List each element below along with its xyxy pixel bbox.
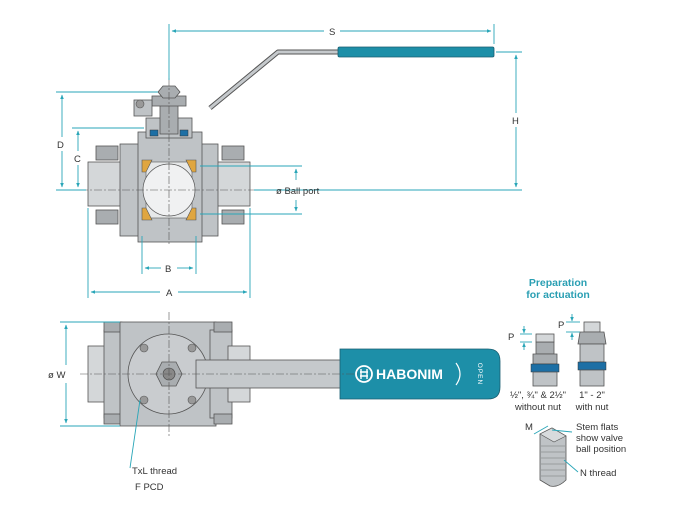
actuation-stem-right <box>577 321 607 387</box>
brand-name: HABONIM <box>376 366 443 382</box>
seat-tr <box>185 159 197 173</box>
dim-c <box>72 127 144 188</box>
thread-note-2: F PCD <box>135 482 164 493</box>
p-dims <box>520 314 580 350</box>
right-bolt-bottom <box>221 209 245 225</box>
dim-w <box>60 321 120 427</box>
stem-flats-1: Stem flats <box>576 422 618 433</box>
left-bolt-top <box>95 145 119 161</box>
dim-b <box>141 236 197 274</box>
habonim-logo <box>355 362 461 386</box>
open-label: OPEN <box>476 363 483 385</box>
right-caption-1: 1" - 2" <box>579 390 605 401</box>
handle-grip <box>337 46 495 58</box>
dim-w-label: ø W <box>48 370 65 381</box>
m-label: M <box>525 422 533 433</box>
stem-seal-l <box>149 129 159 137</box>
left-bolt-bottom <box>95 209 119 225</box>
top-view <box>80 312 501 436</box>
dim-d-label: D <box>57 140 64 151</box>
dim-h <box>254 51 522 191</box>
dim-h-label: H <box>512 116 519 127</box>
n-thread-label: N thread <box>580 468 616 479</box>
stem-flats-2: show valve <box>576 433 623 444</box>
dim-s-label: S <box>329 27 335 38</box>
left-caption-1: ½", ¾" & 2½" <box>510 390 566 401</box>
dim-a <box>87 208 251 298</box>
side-view <box>80 46 495 246</box>
stem-detail <box>533 425 579 487</box>
dim-c-label: C <box>74 154 81 165</box>
right-bolt-top <box>221 145 245 161</box>
seat-br <box>185 207 197 221</box>
thread-leader <box>129 399 141 469</box>
dim-s <box>168 24 495 80</box>
dim-d <box>56 91 158 191</box>
actuation-title-1: Preparation <box>529 277 587 289</box>
thread-note-1: TxL thread <box>132 466 177 477</box>
seat-bl <box>141 207 153 221</box>
actuation-title-2: for actuation <box>526 289 590 301</box>
ball-port-label: ø Ball port <box>276 186 320 197</box>
stem-flats-3: ball position <box>576 444 626 455</box>
seat-tl <box>141 159 153 173</box>
dim-a-label: A <box>166 288 173 299</box>
dim-b-label: B <box>165 264 171 275</box>
p-label-left: P <box>508 332 514 343</box>
actuation-stem-left <box>530 333 560 387</box>
left-caption-2: without nut <box>514 402 561 413</box>
p-label-right: P <box>558 320 564 331</box>
top-handle-grip <box>339 348 501 400</box>
dim-ball-port <box>200 165 302 215</box>
stem-seal-r <box>179 129 189 137</box>
right-caption-2: with nut <box>575 402 609 413</box>
